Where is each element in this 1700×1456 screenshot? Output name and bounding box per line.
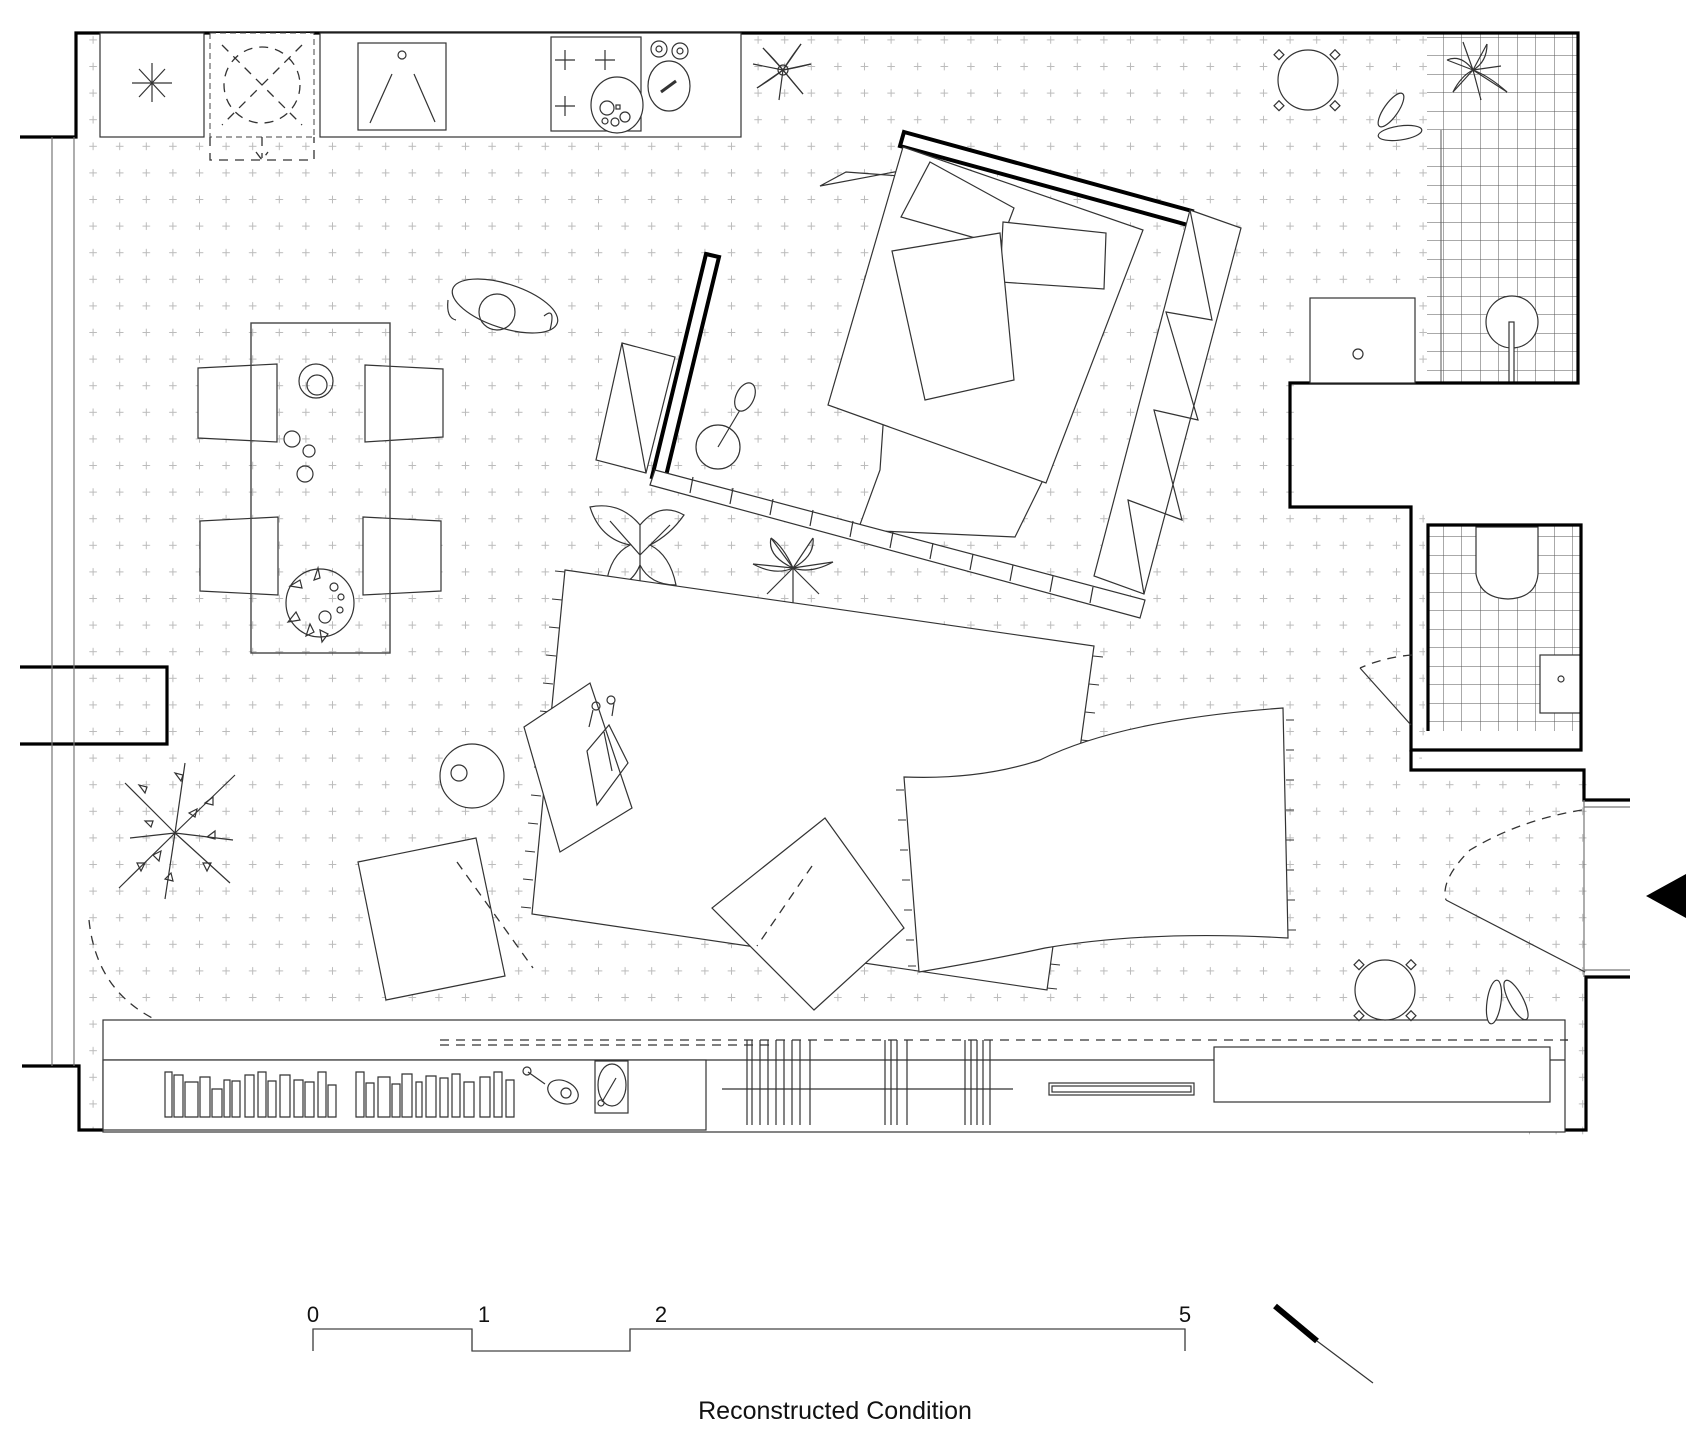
lamp-icon: [522, 1066, 579, 1105]
pillow: [999, 221, 1107, 290]
basin-icon: [1539, 654, 1582, 714]
radiator-icon: [722, 1040, 1013, 1125]
potted-plant-icon: [752, 43, 812, 101]
dining-set: [197, 322, 444, 654]
dining-chair: [362, 516, 442, 596]
toilet-icon: [1475, 526, 1539, 600]
wc-room: [1428, 525, 1582, 731]
bed-side-shelf: [1093, 209, 1242, 595]
shower-room: [1427, 33, 1578, 384]
small-round-table: [1353, 958, 1417, 1022]
floor-cushion: [711, 817, 905, 1011]
laundry-cabinet: [1309, 297, 1416, 384]
pillow: [891, 232, 1015, 401]
potted-plant-icon: [1446, 41, 1508, 101]
bench: [595, 342, 676, 474]
throw-blanket: [896, 707, 1296, 973]
bathroom-side: [1309, 297, 1416, 384]
lounge-chair: [447, 278, 559, 334]
scale-tick-1: 1: [478, 1302, 490, 1327]
record-player-icon: [594, 1060, 629, 1114]
floor-cushion: [357, 837, 534, 1001]
branch-plant-icon: [118, 762, 236, 900]
small-round-table: [1273, 48, 1341, 112]
fruit-bowl: [285, 568, 355, 638]
slippers-icon: [1377, 92, 1529, 1025]
tray-with-book: [523, 682, 633, 853]
kitchen-counter: [99, 32, 742, 162]
dining-chair: [364, 364, 444, 443]
scale-tick-5: 5: [1179, 1302, 1191, 1327]
snowflake-icon: [132, 63, 172, 102]
scale-bar: 0 1 2 5: [307, 1302, 1191, 1352]
north-arrow-icon: [1273, 1303, 1374, 1384]
media-wall: [102, 1019, 1568, 1133]
cooktop: [550, 36, 642, 132]
scale-tick-2: 2: [655, 1302, 667, 1327]
bed: [819, 146, 1144, 538]
books-icon: [164, 1071, 515, 1118]
dining-table: [250, 322, 391, 654]
bed-platform: [649, 469, 1146, 619]
scale-tick-0: 0: [307, 1302, 319, 1327]
drawing-caption: Reconstructed Condition: [698, 1397, 972, 1425]
palm-plant-icon: [752, 537, 834, 618]
dining-chair: [199, 516, 279, 596]
entry-arrow-icon: [1646, 874, 1686, 918]
side-table-lamp: [695, 382, 756, 470]
sink: [357, 42, 447, 131]
dining-chair: [197, 363, 278, 443]
round-side-table: [439, 743, 505, 809]
